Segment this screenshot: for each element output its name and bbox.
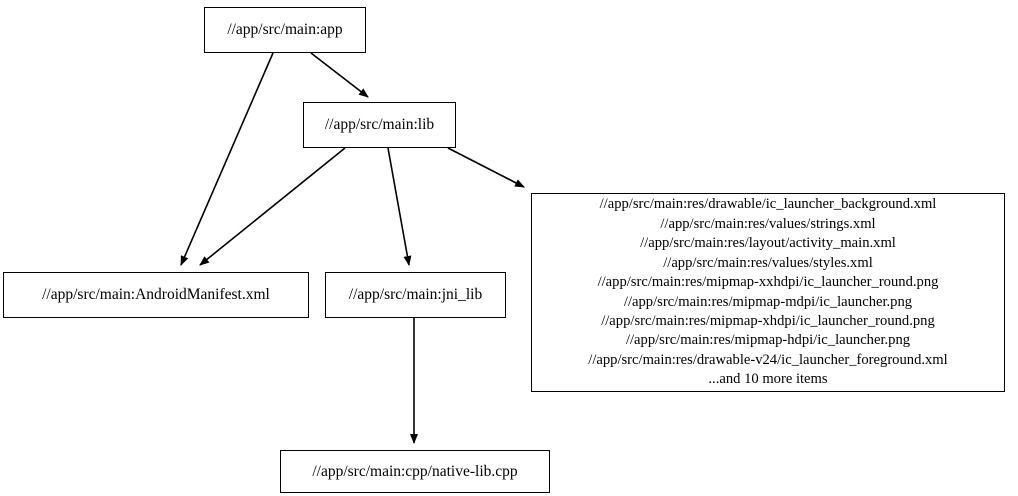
graph-node-res-group-line: //app/src/main:res/drawable/ic_launcher_… xyxy=(599,196,937,213)
graph-node-res-group[interactable]: //app/src/main:res/drawable/ic_launcher_… xyxy=(531,193,1005,392)
graph-node-app-label: //app/src/main:app xyxy=(227,21,343,39)
edge-app-to-manifest xyxy=(180,52,274,266)
graph-node-res-group-line: ...and 10 more items xyxy=(708,371,828,388)
graph-node-android-manifest[interactable]: //app/src/main:AndroidManifest.xml xyxy=(3,272,309,318)
graph-node-res-group-line: //app/src/main:res/layout/activity_main.… xyxy=(640,235,896,252)
graph-node-native-lib-cpp-label: //app/src/main:cpp/native-lib.cpp xyxy=(312,462,518,480)
graph-node-res-group-line: //app/src/main:res/values/strings.xml xyxy=(660,215,876,232)
edge-lib-to-manifest xyxy=(199,147,346,266)
graph-node-jni-lib[interactable]: //app/src/main:jni_lib xyxy=(325,272,506,318)
graph-node-res-group-line: //app/src/main:res/mipmap-hdpi/ic_launch… xyxy=(625,332,911,349)
graph-node-lib-label: //app/src/main:lib xyxy=(324,116,435,134)
graph-node-res-group-line: //app/src/main:res/mipmap-xhdpi/ic_launc… xyxy=(601,312,935,329)
graph-node-lib[interactable]: //app/src/main:lib xyxy=(303,102,456,148)
graph-node-app[interactable]: //app/src/main:app xyxy=(204,7,366,53)
edge-app-to-lib xyxy=(310,52,369,98)
graph-node-native-lib-cpp[interactable]: //app/src/main:cpp/native-lib.cpp xyxy=(280,450,550,493)
graph-node-res-group-label-list: //app/src/main:res/drawable/ic_launcher_… xyxy=(588,195,947,389)
edge-lib-to-jni-lib xyxy=(387,147,412,266)
graph-node-jni-lib-label: //app/src/main:jni_lib xyxy=(348,286,483,304)
graph-node-res-group-line: //app/src/main:res/drawable-v24/ic_launc… xyxy=(588,351,948,368)
graph-node-res-group-line: //app/src/main:res/mipmap-xxhdpi/ic_laun… xyxy=(597,274,939,291)
edge-lib-to-res-group xyxy=(447,147,525,188)
graph-node-res-group-line: //app/src/main:res/values/styles.xml xyxy=(663,254,873,271)
graph-node-android-manifest-label: //app/src/main:AndroidManifest.xml xyxy=(42,286,270,304)
graph-node-res-group-line: //app/src/main:res/mipmap-mdpi/ic_launch… xyxy=(623,293,913,310)
